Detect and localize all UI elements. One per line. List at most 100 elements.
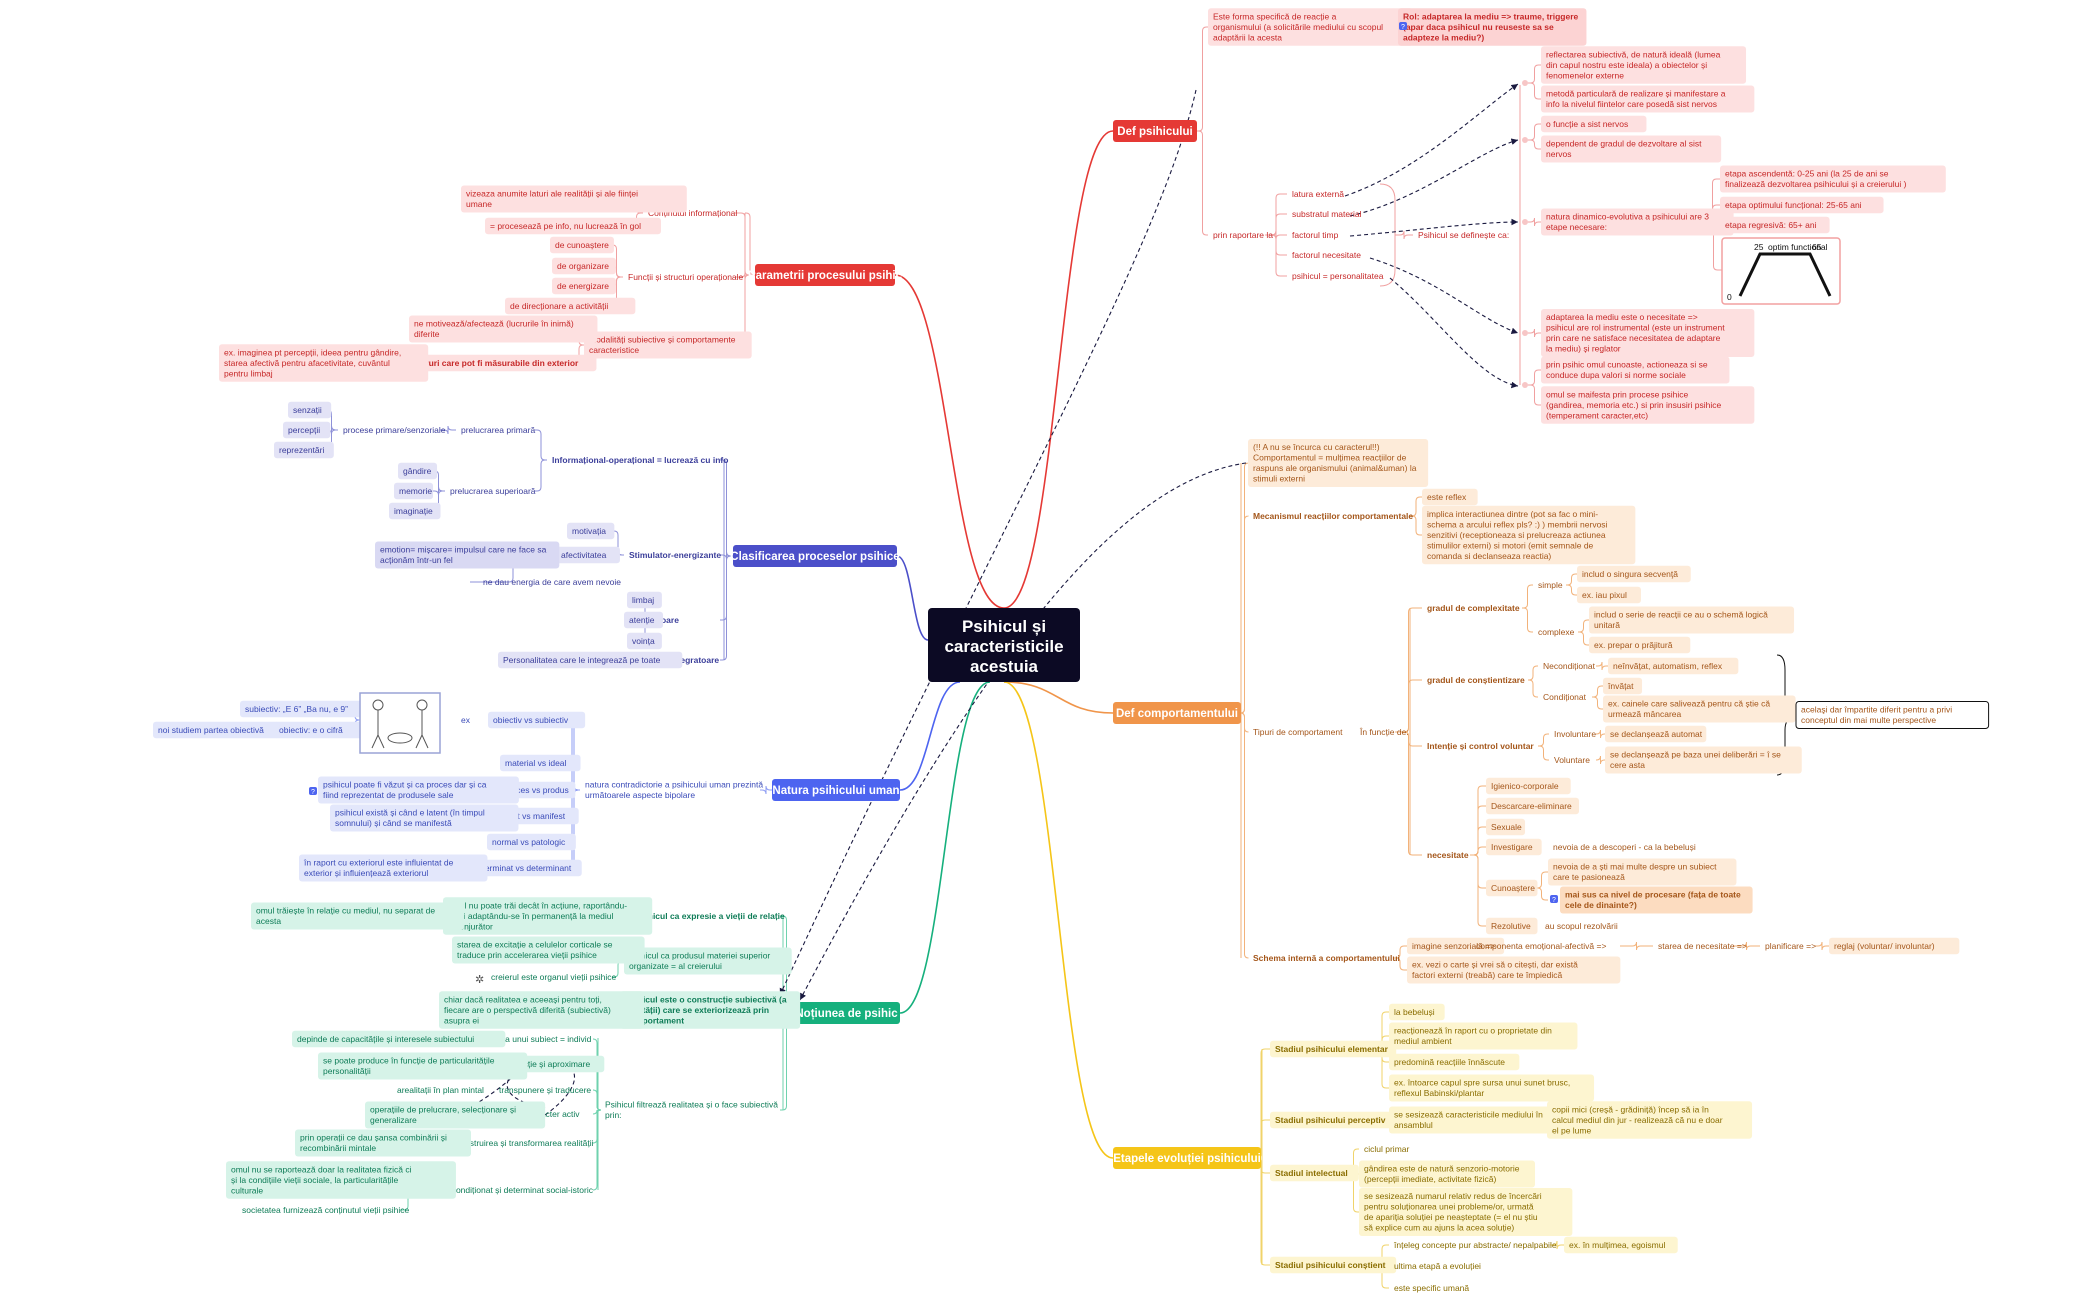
determinat-vs-determinant[interactable]: determinat vs determinant [468,859,582,877]
psihicul-produs[interactable]: Psihicul ca produsul materiei superioror… [624,947,792,975]
operatiile-prelucrare[interactable]: operațiile de prelucrare, selecționare ș… [365,1101,546,1129]
arealitatii[interactable]: arealitații în plan mintal [397,1085,484,1095]
invatat[interactable]: învățat [1603,677,1643,695]
schema-interna[interactable]: Schema internă a comportamentului [1253,953,1400,963]
rezolutive[interactable]: Rezolutive [1486,917,1538,935]
creierul-organul[interactable]: creierul este organul vieții psihice [491,972,616,982]
reactioneaza-proprietate[interactable]: reacționează în raport cu o proprietate … [1389,1022,1578,1050]
prin-operatii[interactable]: prin operații ce dau șansa combinării și… [295,1129,471,1157]
de-organizare[interactable]: de organizare [552,257,616,275]
raport-cu-exteriorul[interactable]: în raport cu exteriorul este influientat… [299,854,488,882]
intro-comportament[interactable]: (!! A nu se încurca cu caracterul!!)Comp… [1248,439,1429,487]
se-poate-produce[interactable]: se poate produce în funcție de particula… [318,1052,528,1080]
este-forma-specifica[interactable]: Este forma specifică de reacție aorganis… [1208,8,1414,46]
igienico-corporale[interactable]: Igienico-corporale [1486,777,1571,795]
depinde-capacitati[interactable]: depinde de capacitățile și interesele su… [292,1030,506,1048]
obiectiv-vs-subiectiv[interactable]: obiectiv vs subiectiv [488,711,586,729]
limbaj[interactable]: limbaj [627,591,662,609]
factorul-necesitate[interactable]: factorul necesitate [1292,250,1361,260]
branch-clasificarea[interactable]: Clasificarea proceselor psihice [730,545,900,567]
dependent-sist-nervos[interactable]: dependent de gradul de dezvoltare al sis… [1541,135,1722,163]
psihicul-expresie[interactable]: Psihicul ca expresie a vieții de relație [635,911,785,921]
substratul-material[interactable]: substratul material [1292,209,1362,219]
se-sesizeaza-caracteristicile[interactable]: se sesizează caracteristicile mediului î… [1389,1106,1570,1134]
ex-prepar[interactable]: ex. prepar o prăjitură [1589,636,1691,654]
planificare[interactable]: planificare => [1765,941,1816,951]
gandire[interactable]: gândire [398,462,438,480]
prin-psihic-omul[interactable]: prin psihic omul cunoaste, actioneaza si… [1541,356,1730,384]
transpunere-traducere[interactable]: transpunere și traducere [499,1085,591,1095]
natura-contradictorie[interactable]: natura contradictorie a psihicului uman … [585,780,763,801]
natura-dinamico-evolutiva[interactable]: natura dinamico-evolutiva a psihicului a… [1541,208,1734,236]
includ-o-secventa[interactable]: includ o singura secvenţă [1577,565,1691,583]
stadiul-elementar[interactable]: Stadiul psihicului elementar [1270,1040,1397,1058]
de-energizare[interactable]: de energizare [552,277,616,295]
proceseaza-info[interactable]: = procesează pe info, nu lucrează în gol [485,217,661,235]
functie-sist-nervos[interactable]: o funcție a sist nervos [1541,115,1647,133]
subiectiv-ex[interactable]: subiectiv: „E 6” „Ba nu, e 9” [240,700,371,718]
psihicul-conditionat[interactable]: psihicul condiționat și determinat socia… [421,1185,594,1195]
imagine-senzoriala[interactable]: imagine senzorială => [1407,937,1505,955]
ex-imaginea[interactable]: ex. imaginea pt percepții, ideea pentru … [219,344,429,382]
procese-primare[interactable]: procese primare/senzoriale [343,425,446,435]
conditionat[interactable]: Condiționat [1543,692,1587,702]
aparitia-subiect[interactable]: apariția unui subiect = individ [482,1034,592,1044]
lucruri-masurabile[interactable]: lucruri care pot fi măsurabile din exter… [408,354,597,372]
functii-structuri[interactable]: Funcții și structuri operaționale [628,272,744,282]
branch-def-psihicului[interactable]: Def psihicului [1113,120,1197,142]
emotion-miscare[interactable]: emotion= mișcare= impulsul care ne face … [375,541,560,569]
au-scopul[interactable]: au scopul rezolvării [1545,921,1618,931]
obiectiv-ex[interactable]: obiectiv: e o cifră [274,721,363,739]
integratoare[interactable]: Integratoare [670,655,719,665]
ex-iau-pixul[interactable]: ex. iau pixul [1577,586,1641,604]
prin-raportare-la[interactable]: prin raportare la [1213,230,1273,240]
stadiul-intelectual[interactable]: Stadiul intelectual [1270,1164,1359,1182]
neconditionat[interactable]: Necondiționat [1543,661,1596,671]
memorie[interactable]: memorie [394,482,434,500]
omul-nu-raporteaza[interactable]: omul nu se raportează doar la realitatea… [226,1161,456,1199]
descarcare-eliminare[interactable]: Descarcare-eliminare [1486,797,1579,815]
numarul-relativ-redus[interactable]: se sesizează numarul relativ redus de în… [1359,1188,1573,1236]
branch-natura[interactable]: Natura psihicului uman [772,779,900,801]
latura-externa[interactable]: latura externă [1292,189,1344,199]
motivatia[interactable]: motivația [567,522,615,540]
stadiul-constient[interactable]: Stadiul psihicului conștient [1270,1256,1397,1274]
neinvatat[interactable]: neînvățat, automatism, reflex [1608,657,1739,675]
vointa[interactable]: voința [627,632,662,650]
nevoia-de-a-descoperi[interactable]: nevoia de a descoperi - ca la bebeluși [1553,842,1696,852]
ultima-etapa[interactable]: ultima etapă a evoluției [1394,1261,1481,1271]
factorul-timp[interactable]: factorul timp [1292,230,1339,240]
modalitati-subiective[interactable]: Modalități subiective și comportamenteca… [584,331,752,359]
material-vs-ideal[interactable]: material vs ideal [500,754,581,772]
ciclul-primar[interactable]: ciclul primar [1364,1144,1410,1154]
normal-vs-patologic[interactable]: normal vs patologic [487,833,576,851]
continutul-informational[interactable]: Conținutul informațional [648,208,737,218]
metoda-particulara[interactable]: metodă particulară de realizare și manif… [1541,85,1755,113]
gradul-constientizare[interactable]: gradul de conștientizare [1427,675,1525,685]
branch-etapele[interactable]: Etapele evoluției psihicului [1113,1147,1261,1169]
ex-cainele[interactable]: ex. cainele care salivează pentru că ști… [1603,695,1796,723]
reprezentari[interactable]: reprezentări [274,441,334,459]
psihicul-personalitatea[interactable]: psihicul = personalitatea [1292,271,1384,281]
psihicul-filtreaza[interactable]: Psihicul filtrează realitatea și o face … [605,1100,778,1121]
stimulator-energizante[interactable]: Stimulator-energizante [629,550,721,560]
root-topic[interactable]: Psihicul și caracteristicile acestuia [928,608,1080,682]
selectie-aproximare[interactable]: selecție și aproximare [503,1055,605,1073]
prelucrarea-primara[interactable]: prelucrarea primară [461,425,535,435]
mecanismul-reactiilor[interactable]: Mecanismul reacțiilor comportamentale [1253,511,1413,521]
prelucrarea-superioara[interactable]: prelucrarea superioară [450,486,536,496]
inteleg-concepte[interactable]: înțeleg concepte pur abstracte/ nepalpab… [1393,1240,1557,1250]
afectivitatea[interactable]: afectivitatea [556,546,620,564]
chiar-daca[interactable]: chiar dacă realitatea e aceeași pentru t… [439,991,645,1029]
ex-intoarce-capul[interactable]: ex. întoarce capul spre sursa unui sunet… [1389,1074,1595,1102]
este-reflex[interactable]: este reflex [1422,488,1478,506]
informational-operational[interactable]: Informațional-operațional = lucrează cu … [552,455,728,465]
nevoia-de-a-sti[interactable]: nevoia de a ști mai multe despre un subi… [1548,858,1737,886]
etapa-regresiva[interactable]: etapa regresivă: 65+ ani [1720,216,1830,234]
psihicul-exista[interactable]: psihicul există și când e latent (în tim… [330,804,519,832]
omul-nu-poate[interactable]: omul nu poate trăi decât în acțiune, rap… [443,897,653,935]
voluntare[interactable]: Voluntare [1554,755,1590,765]
se-declanseaza-automat[interactable]: se declanșează automat [1605,725,1707,743]
ex-label[interactable]: ex [461,715,471,725]
senzatii[interactable]: senzații [288,401,332,419]
